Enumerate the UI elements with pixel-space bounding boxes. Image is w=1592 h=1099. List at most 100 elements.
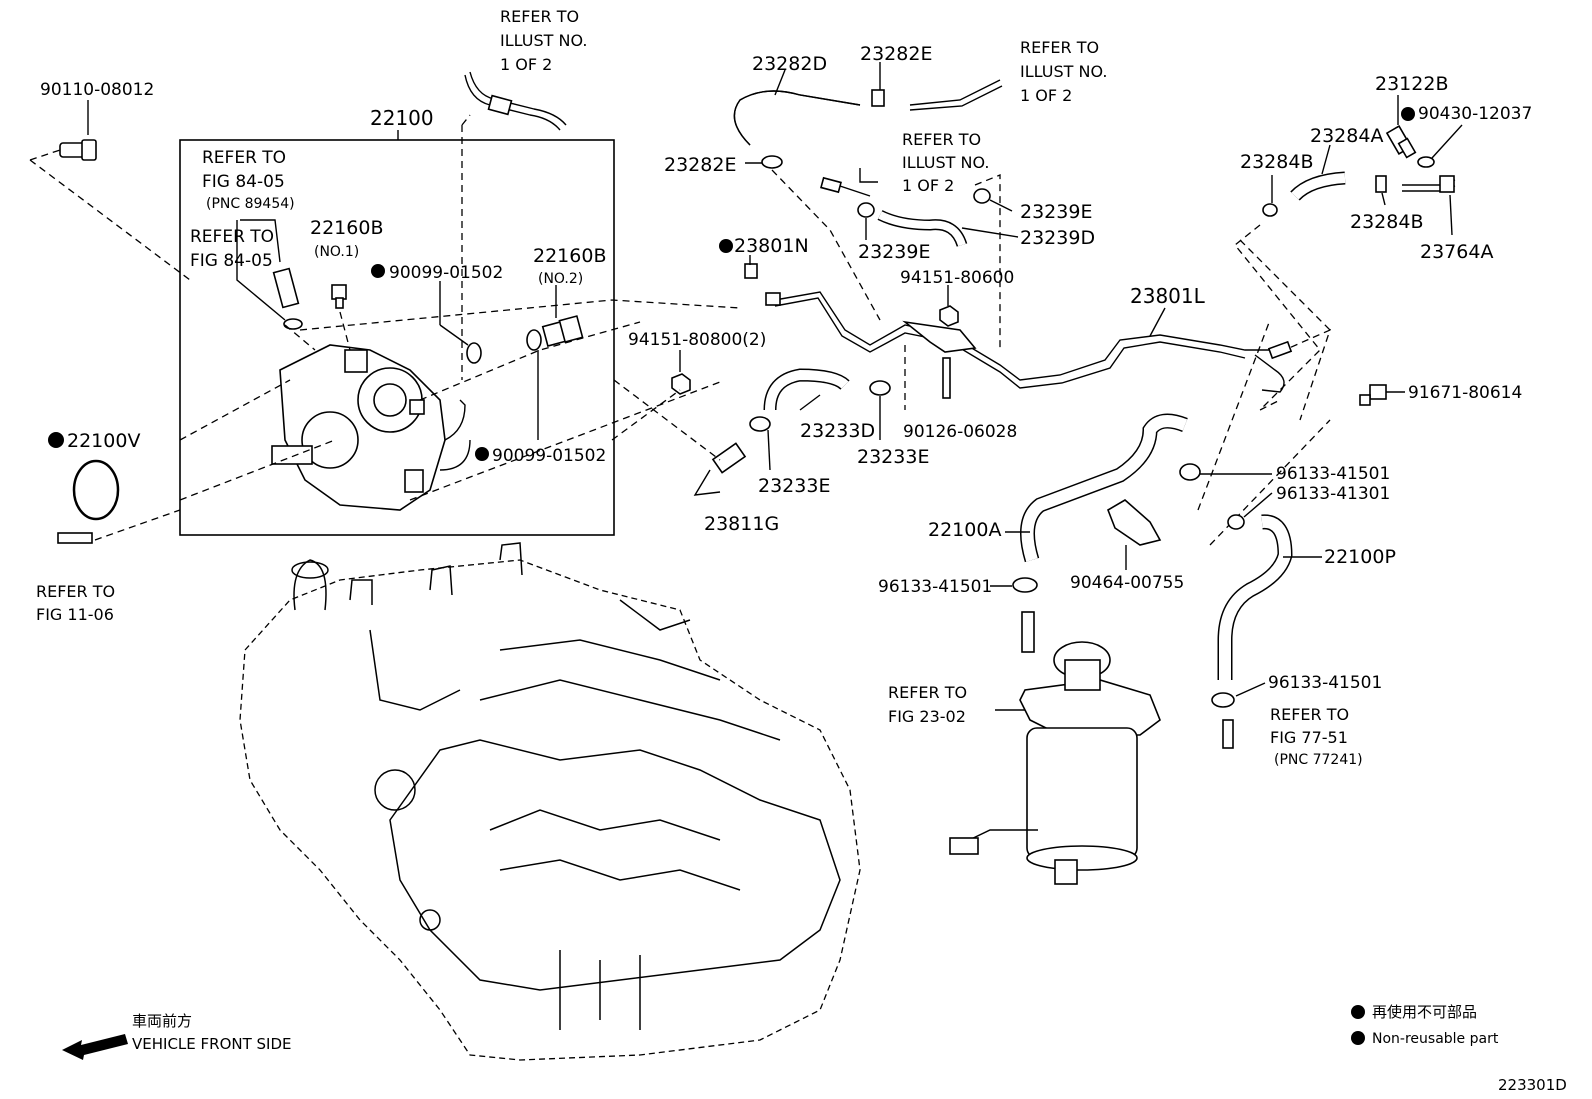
clamp-23239e-right <box>973 188 991 204</box>
label-22160b-no2-sub: (NO.2) <box>538 271 583 287</box>
clamp-96133-41501-c <box>1211 692 1235 708</box>
label-91671-80614: 91671-80614 <box>1408 383 1522 403</box>
refer-fig-23-02-2: FIG 23-02 <box>888 707 966 726</box>
label-22100p: 22100P <box>1324 546 1396 568</box>
bolt-91671-80614 <box>1359 384 1387 406</box>
fuel-pump-22100 <box>271 344 471 511</box>
fitting-refer-c <box>820 168 878 197</box>
non-reusable-dot-icon <box>48 432 64 448</box>
stud-bolt <box>57 532 93 544</box>
non-reusable-dot-icon <box>1351 1031 1365 1045</box>
refer-fig-23-02: REFER TO <box>888 683 967 702</box>
refer-fig-84-05-a: REFER TO <box>202 148 286 168</box>
refer-illust-mid: REFER TO <box>1020 38 1099 57</box>
non-reusable-dot-icon <box>1401 107 1415 121</box>
label-90126-06028: 90126-06028 <box>903 422 1017 442</box>
label-23282d: 23282D <box>752 53 827 75</box>
fuel-filter-assembly <box>949 611 1161 885</box>
clamp-23282e-top <box>871 89 885 107</box>
vehicle-front-arrow-icon <box>62 1034 128 1060</box>
clamp-23239e-left <box>857 202 875 218</box>
o-ring-22100v <box>72 459 120 521</box>
label-90110-08012: 90110-08012 <box>40 80 154 100</box>
refer-fig-84-05-a-2: FIG 84-05 <box>202 172 285 192</box>
clamp-23233e-right <box>869 380 891 396</box>
engine-block-illustration <box>239 542 861 1061</box>
label-22160b-no2: 22160B <box>533 245 606 267</box>
label-23801n: 23801N <box>734 235 809 257</box>
label-23233e-right: 23233E <box>857 446 929 468</box>
plug-22160b-no2 <box>541 315 584 347</box>
label-96133-41501-b: 96133-41501 <box>878 577 992 597</box>
clamp-96133-41501-a <box>1179 463 1201 481</box>
non-reusable-dot-icon <box>475 447 489 461</box>
refer-fig-84-05-b: REFER TO <box>190 227 274 247</box>
label-23284a: 23284A <box>1310 125 1383 147</box>
label-96133-41501-c: 96133-41501 <box>1268 673 1382 693</box>
plug-22160b-no1 <box>331 284 347 309</box>
gasket-90099-01502-a <box>466 342 482 364</box>
figure-id: 223301D <box>1498 1076 1567 1094</box>
clamp-23284b-left <box>1262 203 1278 217</box>
non-reusable-dot-icon <box>1351 1005 1365 1019</box>
refer-illust-mid-2: ILLUST NO. <box>1020 62 1107 81</box>
label-23233d: 23233D <box>800 420 875 442</box>
label-23284b-right: 23284B <box>1350 211 1423 233</box>
clamp-23284b-right <box>1375 175 1387 193</box>
label-22160b-no1: 22160B <box>310 217 383 239</box>
refer-fig-77-51: REFER TO <box>1270 705 1349 724</box>
refer-illust-top: REFER TO <box>500 7 579 26</box>
clamp-23233e-left <box>749 416 771 432</box>
refer-illust-mid-3: 1 OF 2 <box>1020 86 1072 105</box>
gasket-90430-12037 <box>1417 156 1435 168</box>
non-reusable-dot-icon <box>371 264 385 278</box>
legend-label-jp: 再使用不可部品 <box>1372 1003 1477 1021</box>
vehicle-front-label-jp: 車両前方 <box>132 1012 192 1030</box>
refer-illust-c: REFER TO <box>902 130 981 149</box>
stud-90126-06028 <box>942 357 951 399</box>
label-94151-80600: 94151-80600 <box>900 268 1014 288</box>
nut-94151-80800 <box>671 373 691 395</box>
label-22100: 22100 <box>370 106 434 130</box>
label-90430-12037: 90430-12037 <box>1418 104 1532 124</box>
legend-label-en: Non-reusable part <box>1372 1031 1499 1047</box>
refer-illust-top-3: 1 OF 2 <box>500 55 552 74</box>
label-23233e-left: 23233E <box>758 475 830 497</box>
label-23239d: 23239D <box>1020 227 1095 249</box>
clip-96133-41301 <box>1227 514 1245 530</box>
non-reusable-dot-icon <box>719 239 733 253</box>
nut-94151-80600 <box>939 305 959 327</box>
label-94151-80800: 94151-80800(2) <box>628 330 766 350</box>
label-90099-01502-a: 90099-01502 <box>389 263 503 283</box>
label-90464-00755: 90464-00755 <box>1070 573 1184 593</box>
bolt-90110-08012 <box>59 100 97 161</box>
label-23239e-left: 23239E <box>858 241 930 263</box>
label-23122b: 23122B <box>1375 73 1448 95</box>
label-22100v: 22100V <box>67 430 140 452</box>
refer-fig-77-51-2: FIG 77-51 <box>1270 728 1348 747</box>
refer-fig-77-51-3: (PNC 77241) <box>1274 752 1363 768</box>
label-23811g: 23811G <box>704 513 779 535</box>
bracket-90464-00755 <box>1107 499 1162 570</box>
label-23239e-right: 23239E <box>1020 201 1092 223</box>
refer-illust-c-3: 1 OF 2 <box>902 176 954 195</box>
clip-23801n <box>744 263 758 279</box>
pump-assembly-box <box>179 139 615 536</box>
label-23801l: 23801L <box>1130 284 1206 308</box>
refer-fig-11-06-2: FIG 11-06 <box>36 605 114 624</box>
clamp-23282e-left <box>761 155 783 169</box>
label-23282e-top: 23282E <box>860 43 932 65</box>
hose-23282d <box>733 90 861 146</box>
refer-illust-top-2: ILLUST NO. <box>500 31 587 50</box>
refer-illust-c-2: ILLUST NO. <box>902 153 989 172</box>
label-23282e-left: 23282E <box>664 154 736 176</box>
label-22160b-no1-sub: (NO.1) <box>314 244 359 260</box>
label-23764a: 23764A <box>1420 241 1493 263</box>
pipe-23764a <box>1402 175 1456 236</box>
refer-fig-84-05-b-2: FIG 84-05 <box>190 251 273 271</box>
label-96133-41501-a: 96133-41501 <box>1276 464 1390 484</box>
clamp-96133-41501-b <box>1012 577 1038 593</box>
refer-fig-84-05-a-3: (PNC 89454) <box>206 196 295 212</box>
label-22100a: 22100A <box>928 519 1001 541</box>
